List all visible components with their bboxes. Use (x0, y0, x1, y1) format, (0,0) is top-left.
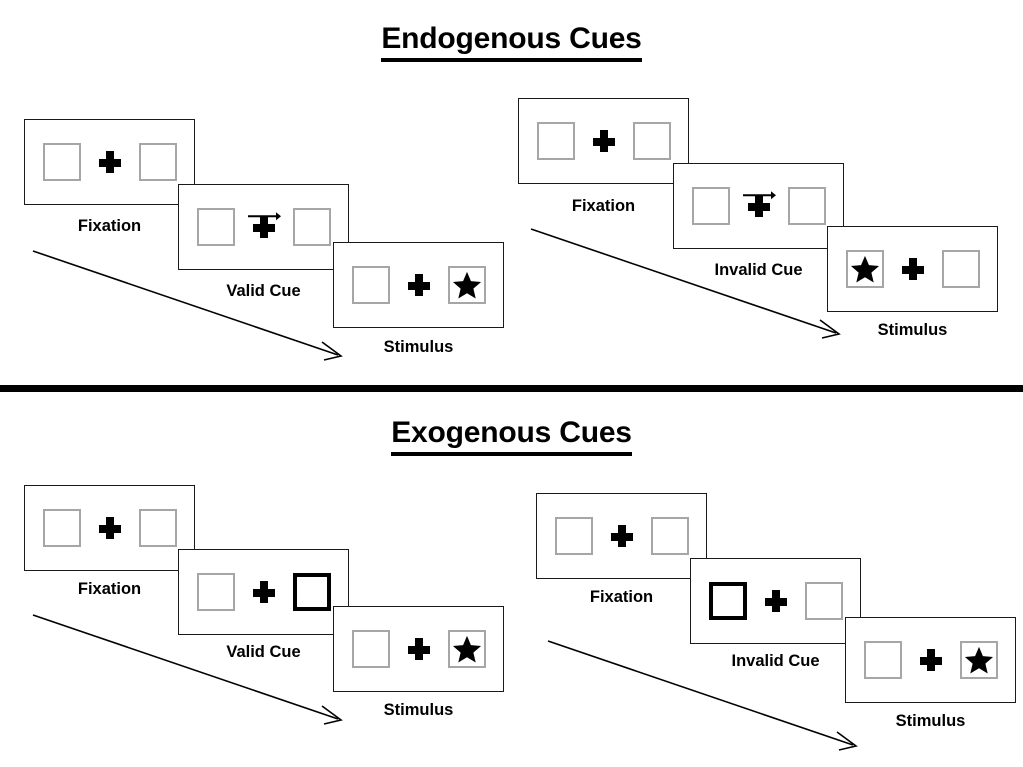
fixation-cross-icon (610, 525, 633, 547)
right-placeholder-box (447, 266, 486, 304)
panel-inner (846, 618, 1015, 702)
left-placeholder-box (351, 266, 390, 304)
panel-exogenous-invalid-fixation[interactable] (536, 493, 707, 579)
right-placeholder-box (959, 641, 998, 679)
left-placeholder-box (691, 187, 730, 225)
caption-exogenous-invalid-cue: Invalid Cue (731, 652, 820, 670)
star-icon (964, 646, 993, 674)
panel-endogenous-valid-stimulus[interactable] (333, 242, 504, 328)
caption-exogenous-invalid-stimulus: Stimulus (895, 712, 966, 730)
fixation-cross-icon (252, 216, 275, 238)
left-placeholder-box (42, 509, 81, 547)
panel-inner (25, 120, 194, 204)
left-placeholder-box (196, 208, 235, 246)
fixation-cross-icon (919, 649, 942, 671)
caption-endogenous-valid-fixation: Fixation (77, 217, 142, 235)
panel-inner (334, 243, 503, 327)
fixation-cross-icon (98, 517, 121, 539)
panel-inner (179, 550, 348, 634)
left-placeholder-box (196, 573, 235, 611)
right-placeholder-box (804, 582, 843, 620)
panel-inner (674, 164, 843, 248)
section-title-exogenous-text: Exogenous Cues (391, 416, 632, 456)
panel-exogenous-valid-fixation[interactable] (24, 485, 195, 571)
panel-exogenous-invalid-stimulus[interactable] (845, 617, 1016, 703)
right-placeholder-box (941, 250, 980, 288)
section-title-endogenous-text: Endogenous Cues (381, 22, 642, 62)
section-divider (0, 385, 1023, 392)
right-placeholder-box (138, 143, 177, 181)
caption-endogenous-invalid-cue: Invalid Cue (714, 261, 803, 279)
right-placeholder-box (632, 122, 671, 160)
right-placeholder-box (787, 187, 826, 225)
panel-endogenous-valid-fixation[interactable] (24, 119, 195, 205)
star-icon (452, 271, 481, 299)
section-title-exogenous: Exogenous Cues (0, 416, 1023, 456)
left-placeholder-box (42, 143, 81, 181)
panel-exogenous-invalid-cue[interactable] (690, 558, 861, 644)
panel-exogenous-valid-stimulus[interactable] (333, 606, 504, 692)
fixation-cross-icon (407, 638, 430, 660)
panel-exogenous-valid-cue[interactable] (178, 549, 349, 635)
left-placeholder-box-cued (708, 582, 747, 620)
caption-exogenous-valid-stimulus: Stimulus (383, 701, 454, 719)
fixation-cross-icon (252, 581, 275, 603)
caption-endogenous-invalid-fixation: Fixation (571, 197, 636, 215)
right-placeholder-box (650, 517, 689, 555)
fixation-cross-icon (901, 258, 924, 280)
panel-inner (179, 185, 348, 269)
right-placeholder-box (447, 630, 486, 668)
section-title-endogenous: Endogenous Cues (0, 22, 1023, 62)
caption-exogenous-valid-fixation: Fixation (77, 580, 142, 598)
panel-inner (334, 607, 503, 691)
left-placeholder-box (536, 122, 575, 160)
panel-inner (828, 227, 997, 311)
fixation-cross-icon (747, 195, 770, 217)
caption-exogenous-invalid-fixation: Fixation (589, 588, 654, 606)
star-icon (850, 255, 879, 283)
caption-endogenous-valid-cue: Valid Cue (226, 282, 301, 300)
panel-inner (691, 559, 860, 643)
panel-endogenous-invalid-stimulus[interactable] (827, 226, 998, 312)
right-placeholder-box (138, 509, 177, 547)
fixation-cross-icon (98, 151, 121, 173)
panel-endogenous-invalid-cue[interactable] (673, 163, 844, 249)
fixation-cross-icon (764, 590, 787, 612)
caption-endogenous-invalid-stimulus: Stimulus (877, 321, 948, 339)
panel-inner (519, 99, 688, 183)
right-placeholder-box (292, 208, 331, 246)
caption-exogenous-valid-cue: Valid Cue (226, 643, 301, 661)
fixation-cross-icon (592, 130, 615, 152)
left-placeholder-box (351, 630, 390, 668)
panel-endogenous-invalid-fixation[interactable] (518, 98, 689, 184)
panel-inner (537, 494, 706, 578)
star-icon (452, 635, 481, 663)
left-placeholder-box (845, 250, 884, 288)
fixation-cross-icon (407, 274, 430, 296)
right-placeholder-box-cued (292, 573, 331, 611)
left-placeholder-box (863, 641, 902, 679)
panel-inner (25, 486, 194, 570)
caption-endogenous-valid-stimulus: Stimulus (383, 338, 454, 356)
panel-endogenous-valid-cue[interactable] (178, 184, 349, 270)
left-placeholder-box (554, 517, 593, 555)
